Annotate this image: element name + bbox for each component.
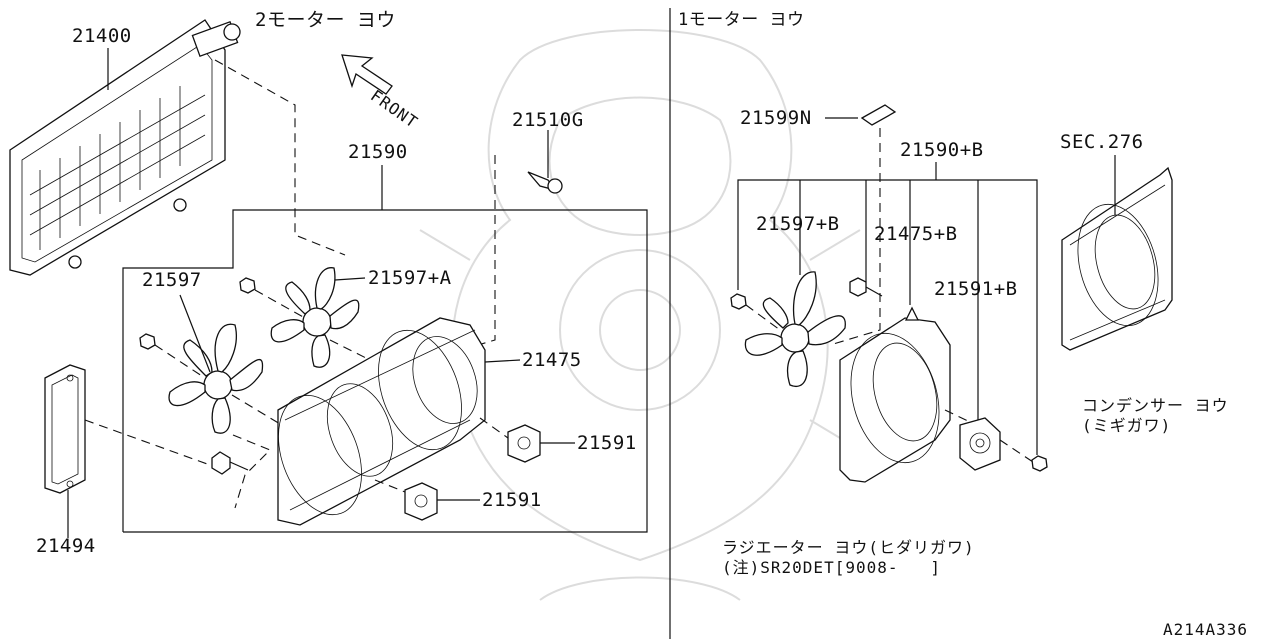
condenser-note-line1: コンデンサー ヨウ	[1082, 396, 1229, 415]
bolt-21510g	[477, 130, 563, 346]
fan-21597	[168, 323, 264, 434]
nut-left	[139, 333, 156, 350]
footnote-line1: ラジエーター ヨウ(ヒダリガワ)	[722, 538, 975, 557]
nut-right-panel-left	[730, 293, 747, 310]
label-21597a: 21597+A	[368, 267, 452, 289]
label-21591-lower: 21591	[482, 489, 542, 511]
label-21590: 21590	[348, 141, 408, 163]
fan-21597b	[744, 271, 846, 388]
condenser-note-line2: (ミギガワ)	[1082, 416, 1172, 435]
bolt-right-panel	[849, 277, 883, 297]
fan-21597a	[270, 267, 360, 368]
label-21597b: 21597+B	[756, 213, 840, 235]
label-plate-21599n	[860, 104, 897, 126]
label-21590b: 21590+B	[900, 139, 984, 161]
label-21510g: 21510G	[512, 109, 584, 131]
radiator-part	[9, 19, 241, 276]
nut-right-panel-right	[1031, 455, 1048, 472]
label-21591-upper: 21591	[577, 432, 637, 454]
label-21475: 21475	[522, 349, 582, 371]
side-seal-21494	[44, 364, 86, 494]
nut-right	[239, 277, 256, 294]
watermark-logo	[419, 29, 861, 601]
footnote-line2: (注)SR20DET[9008- ]	[722, 558, 942, 577]
label-21597: 21597	[142, 269, 202, 291]
condenser-shroud	[1061, 166, 1173, 351]
label-sec276: SEC.276	[1060, 131, 1144, 153]
right-panel-header: 1モーター ヨウ	[678, 10, 805, 30]
front-arrow-icon	[341, 54, 393, 95]
left-panel-header: 2モーター ヨウ	[255, 9, 396, 31]
motor-21591-lower	[374, 479, 438, 521]
motor-21591-upper	[479, 417, 541, 463]
shroud-21475b	[839, 306, 951, 483]
label-21591b: 21591+B	[934, 278, 1018, 300]
label-21475b: 21475+B	[874, 223, 958, 245]
label-21599n: 21599N	[740, 107, 812, 129]
label-21494: 21494	[36, 535, 96, 557]
motor-21591b	[959, 417, 1001, 471]
diagram-code: A214A336	[1163, 620, 1249, 639]
label-21400: 21400	[72, 25, 132, 47]
shroud-21475	[277, 317, 486, 526]
